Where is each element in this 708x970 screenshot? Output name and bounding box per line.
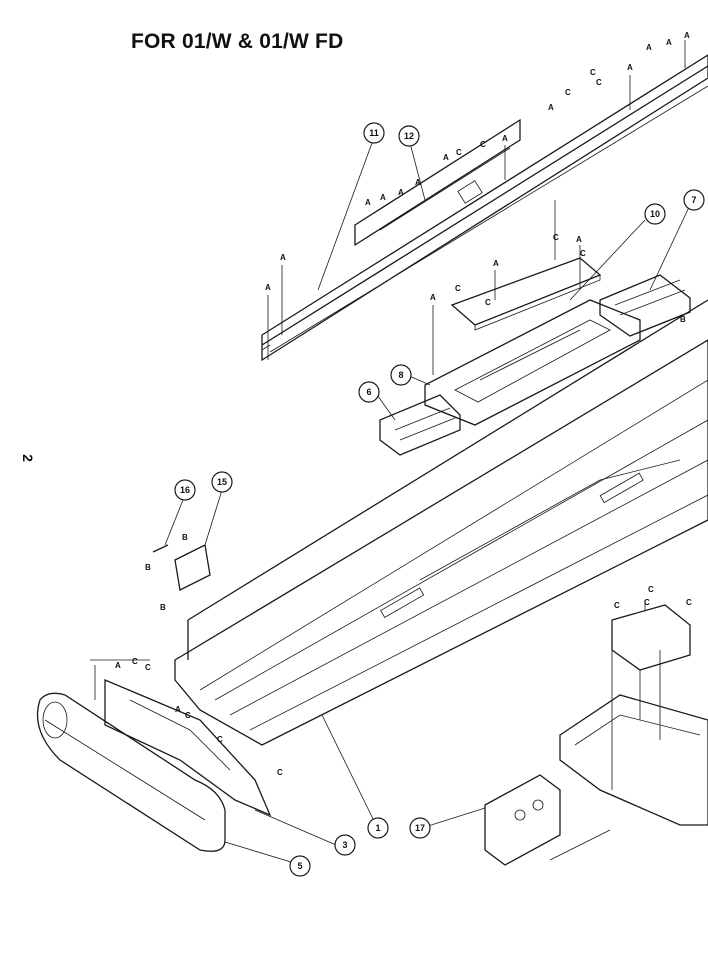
label-a: A <box>415 178 421 187</box>
callout-5: 5 <box>289 855 311 877</box>
label-c: C <box>590 68 596 77</box>
label-b: B <box>182 533 188 542</box>
label-a: A <box>365 198 371 207</box>
callout-7: 7 <box>683 189 705 211</box>
letter-labels: A A A A C A C C C A A C C C A A A A A A … <box>115 31 692 777</box>
svg-text:3: 3 <box>342 840 347 850</box>
label-a: A <box>548 103 554 112</box>
label-a: A <box>443 153 449 162</box>
callout-1: 1 <box>367 817 389 839</box>
circuit-board-tray <box>424 299 641 426</box>
svg-text:1: 1 <box>375 823 380 833</box>
callout-15: 15 <box>211 471 233 493</box>
label-a: A <box>398 188 404 197</box>
svg-text:10: 10 <box>650 209 660 219</box>
label-c: C <box>455 284 461 293</box>
label-a: A <box>666 38 672 47</box>
label-a: A <box>684 31 690 40</box>
svg-text:5: 5 <box>297 861 302 871</box>
label-c: C <box>485 298 491 307</box>
label-a: A <box>265 283 271 292</box>
connector-block-6 <box>379 394 461 456</box>
label-c: C <box>456 148 462 157</box>
label-a: A <box>493 259 499 268</box>
page-title: FOR 01/W & 01/W FD <box>131 30 344 53</box>
connector-block-7 <box>599 274 691 337</box>
callout-3: 3 <box>334 834 356 856</box>
label-c: C <box>686 598 692 607</box>
base-housing <box>559 694 708 826</box>
assembly-guide-lines <box>90 40 686 861</box>
svg-text:7: 7 <box>691 195 696 205</box>
label-c: C <box>565 88 571 97</box>
label-b: B <box>145 563 151 572</box>
side-bracket <box>104 679 272 817</box>
display-board <box>450 257 602 331</box>
label-a: A <box>502 134 508 143</box>
svg-text:11: 11 <box>369 128 379 138</box>
svg-text:16: 16 <box>180 485 190 495</box>
label-a: A <box>115 661 121 670</box>
label-c: C <box>145 663 151 672</box>
callout-16: 16 <box>174 479 196 501</box>
small-clip-16 <box>152 544 169 553</box>
leader-lines <box>164 142 691 863</box>
bracket-17 <box>484 774 561 866</box>
label-a: A <box>430 293 436 302</box>
label-c: C <box>132 657 138 666</box>
label-a: A <box>175 705 181 714</box>
label-c: C <box>553 233 559 242</box>
svg-text:15: 15 <box>217 477 227 487</box>
top-cover-rail <box>261 54 708 362</box>
callout-10: 10 <box>644 203 666 225</box>
label-c: C <box>480 140 486 149</box>
label-c: C <box>277 768 283 777</box>
svg-text:8: 8 <box>398 370 403 380</box>
label-c: C <box>580 249 586 258</box>
small-plate-15 <box>174 544 211 591</box>
callout-17: 17 <box>409 817 431 839</box>
label-c: C <box>644 598 650 607</box>
label-c: C <box>596 78 602 87</box>
main-housing <box>174 299 708 746</box>
label-a: A <box>380 193 386 202</box>
svg-text:17: 17 <box>415 823 425 833</box>
svg-text:12: 12 <box>404 131 414 141</box>
label-b: B <box>160 603 166 612</box>
label-a: A <box>627 63 633 72</box>
label-a: A <box>280 253 286 262</box>
label-c: C <box>614 601 620 610</box>
label-c: C <box>185 711 191 720</box>
motor-assembly <box>611 604 691 790</box>
end-cap <box>36 692 226 852</box>
label-c: C <box>217 735 223 744</box>
callout-6: 6 <box>358 381 380 403</box>
label-c: C <box>648 585 654 594</box>
callout-11: 11 <box>363 122 385 144</box>
svg-text:6: 6 <box>366 387 371 397</box>
callout-12: 12 <box>398 125 420 147</box>
label-a: A <box>576 235 582 244</box>
callout-8: 8 <box>390 364 412 386</box>
label-b: B <box>680 315 686 324</box>
label-a: A <box>646 43 652 52</box>
